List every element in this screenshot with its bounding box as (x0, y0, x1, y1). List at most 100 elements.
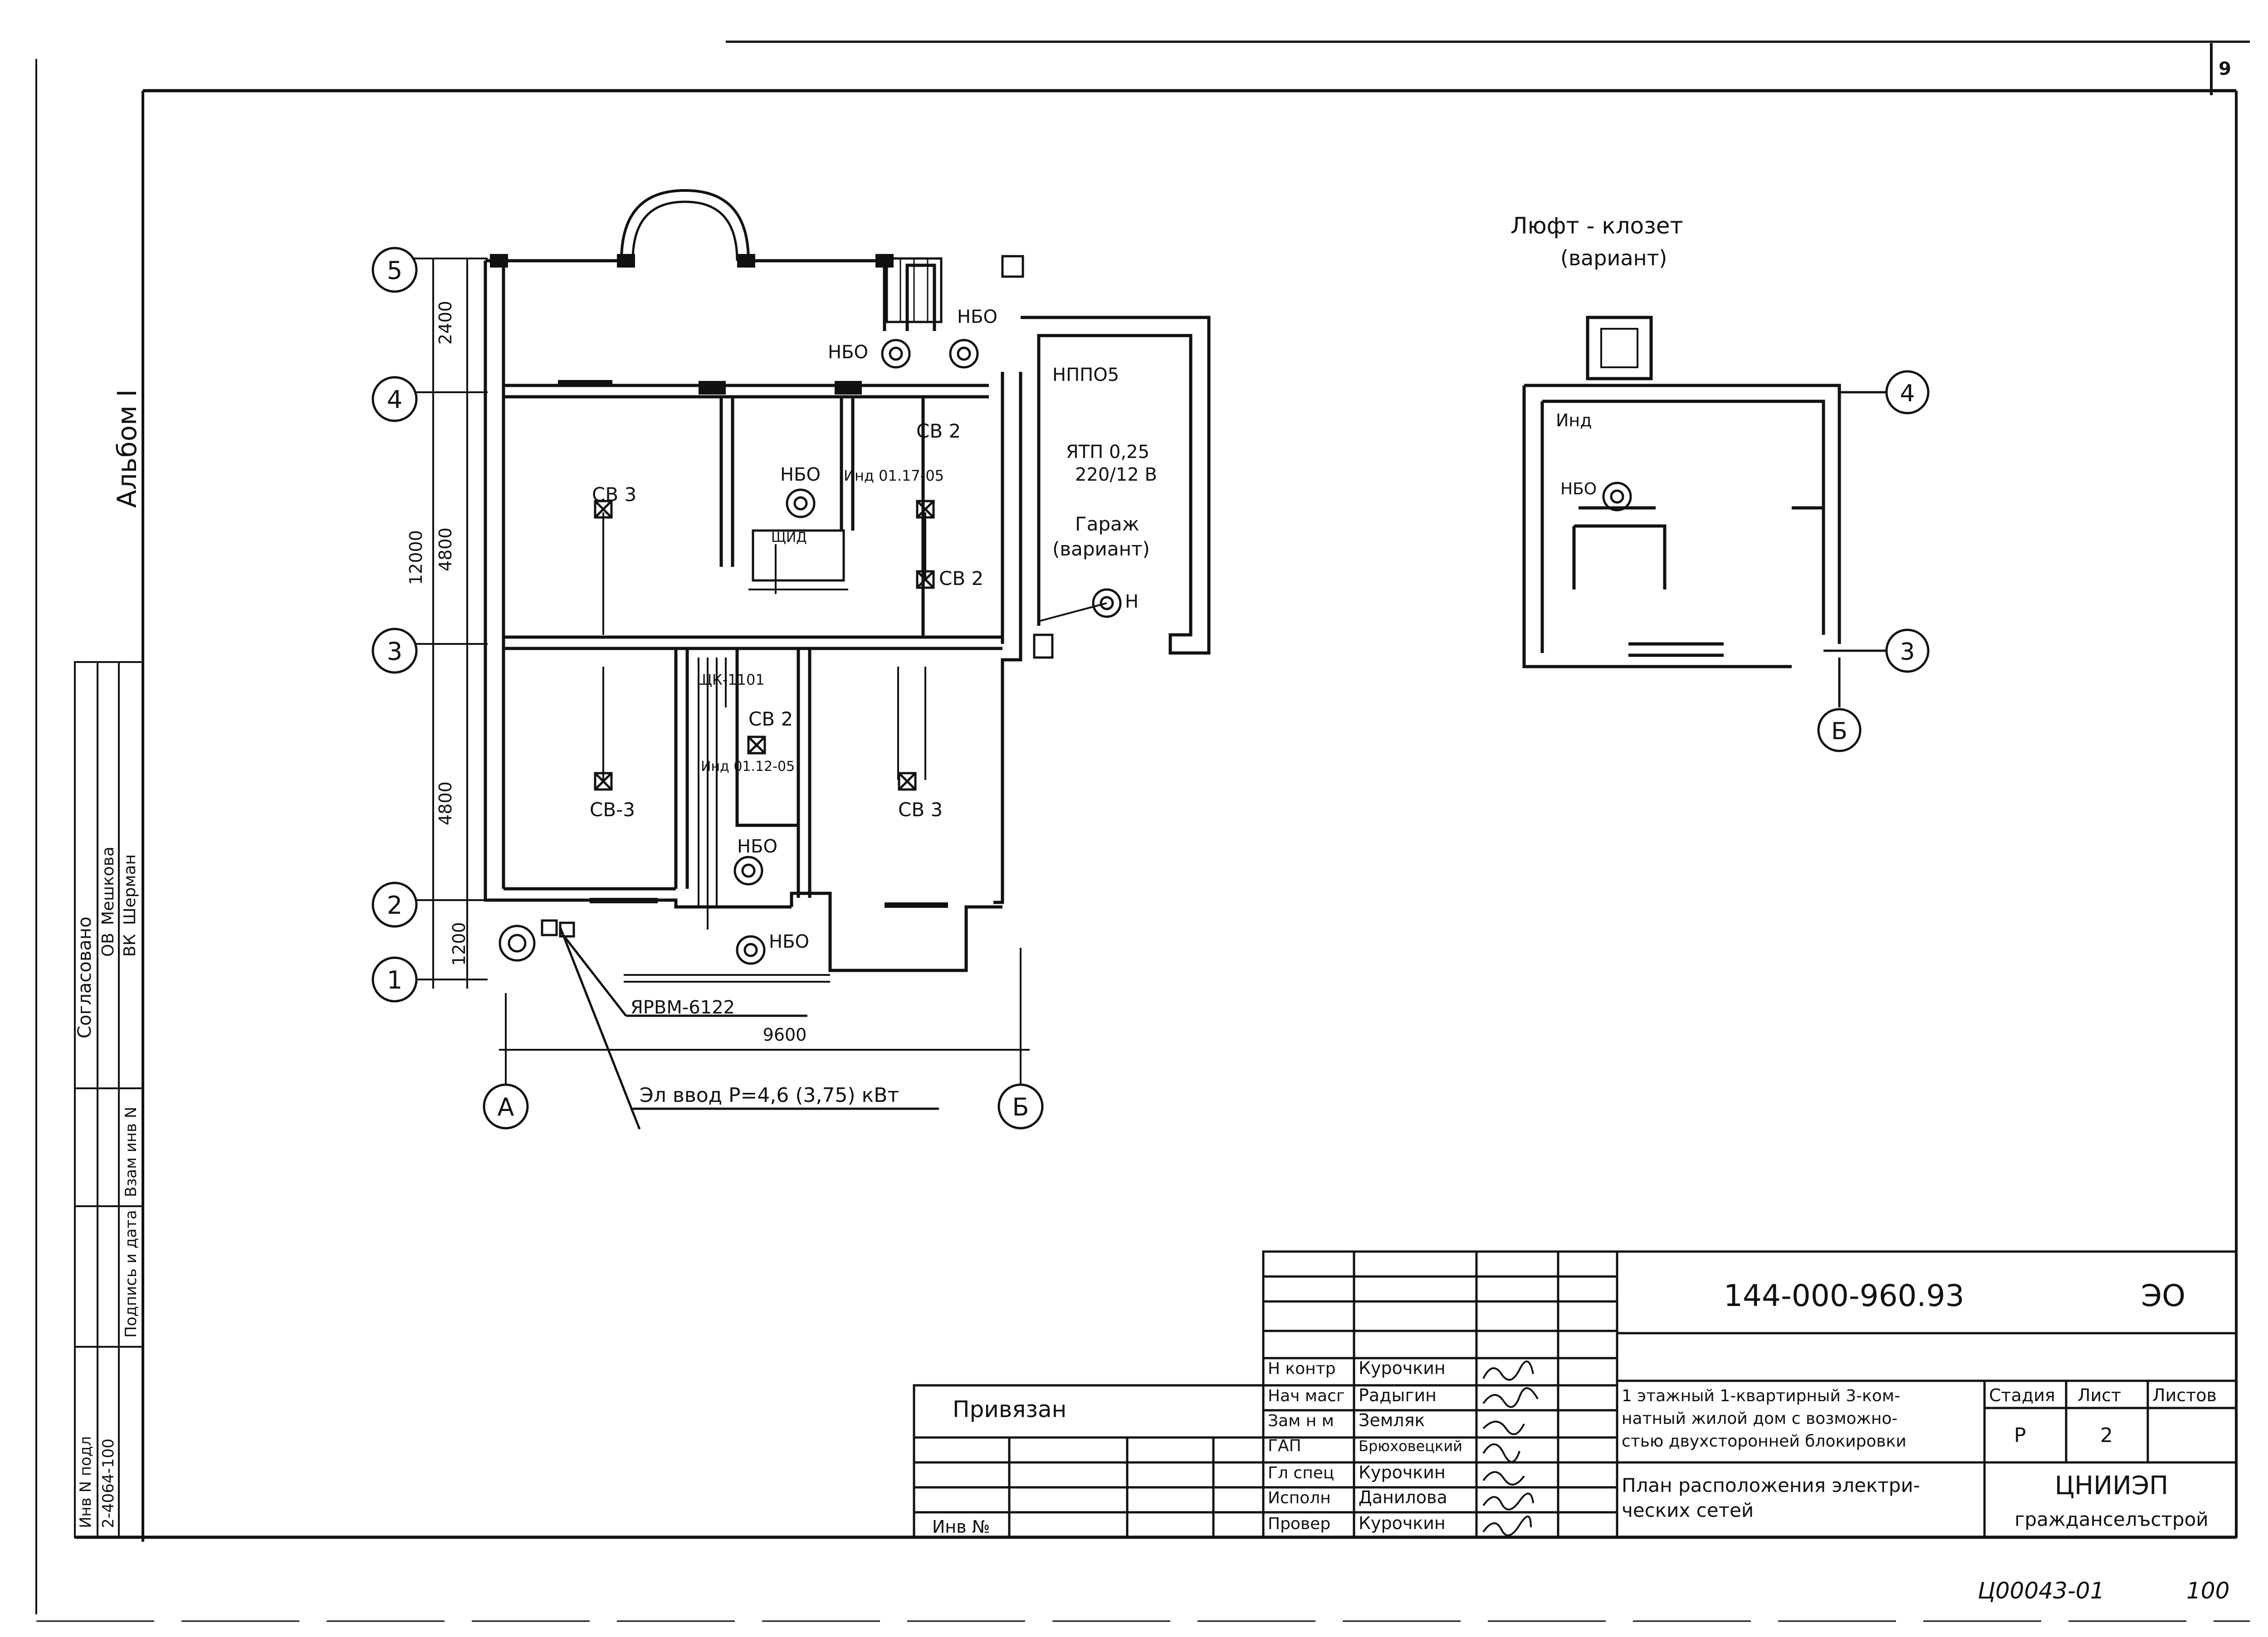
lamp-sv3-bl: СВ-3 (590, 799, 635, 821)
role-6: Провер (1268, 1515, 1330, 1533)
vk-role: ВК (121, 934, 139, 957)
object-line1: 1 этажный 1-квартирный 3-ком- (1622, 1387, 1900, 1405)
ind-label-1: Инд 01.17-05 (844, 467, 944, 484)
vzam-inv-label: Взам инв N (122, 1107, 140, 1197)
name-3: Брюховецкий (1359, 1437, 1462, 1455)
page-number: 9 (2219, 58, 2231, 79)
dim-2400: 2400 (435, 301, 455, 345)
footer-page: 100 (2186, 1578, 2229, 1604)
nbo-label-2: НБО (957, 307, 997, 327)
role-2: Зам н м (1268, 1412, 1334, 1430)
nbo-label-5: НБО (769, 931, 809, 952)
axis-4: 4 (387, 385, 402, 414)
dim-9600: 9600 (763, 1025, 807, 1045)
name-5: Данилова (1359, 1487, 1447, 1507)
stage-value: Р (2014, 1424, 2026, 1447)
closet-subtitle: (вариант) (1560, 246, 1667, 270)
role-0: Н контр (1268, 1359, 1336, 1378)
dim-1200: 1200 (449, 922, 469, 966)
lamp-sv3-br: СВ 3 (898, 799, 943, 821)
dim-4800-top: 4800 (435, 527, 455, 571)
object-line2: натный жилой дом с возможно- (1622, 1409, 1897, 1428)
axis-bubbles-left (371, 247, 418, 1003)
org-line1: ЦНИИЭП (2055, 1471, 2169, 1501)
sheet-title-line2: ческих сетей (1622, 1499, 1754, 1521)
closet-axis-4: 4 (1900, 380, 1915, 407)
dimension-chain-left (408, 258, 488, 989)
axis-bubbles-bottom (483, 1083, 1044, 1130)
nbo-lamps (733, 339, 1122, 965)
sheet-title-line1: План расположения электри- (1622, 1474, 1920, 1496)
lamp-sv2-c: СВ 2 (748, 708, 793, 730)
lamp-sv2-a: СВ 2 (916, 420, 961, 442)
inv-podl-label: Инв N подл (77, 1436, 95, 1528)
name-0: Курочкин (1359, 1358, 1446, 1378)
axis-5: 5 (387, 256, 402, 285)
axis-1: 1 (387, 966, 402, 994)
axis-3: 3 (387, 637, 402, 666)
shchd-label: ЩИД (771, 530, 807, 546)
garage-variant: (вариант) (1052, 538, 1150, 560)
lamp-sv2-b: СВ 2 (939, 567, 983, 590)
inv-no-label: Инв № (932, 1517, 990, 1537)
garage-label: Гараж (1075, 513, 1139, 535)
privyazan-label: Привязан (953, 1396, 1066, 1423)
doc-code: 144-000-960.93 (1724, 1278, 1965, 1313)
name-1: Радыгин (1359, 1385, 1437, 1405)
transformer-label: ЯТП 0,25 (1066, 442, 1149, 463)
axis-b: Б (1012, 1093, 1029, 1121)
vk-name: Шерман (121, 854, 139, 925)
electric-entry (499, 919, 939, 1130)
org-line2: гражданселъстрой (2014, 1508, 2208, 1530)
sheets-header: Листов (2152, 1385, 2217, 1405)
sheet-value: 2 (2100, 1424, 2113, 1447)
inv-podl-value: 2-4064-100 (99, 1438, 117, 1528)
entry-box-label: ЯРВМ-6122 (631, 997, 735, 1018)
n-label: Н (1125, 591, 1139, 612)
podpis-data-label: Подпись и дата (122, 1210, 140, 1338)
ov-role: ОВ (99, 933, 117, 957)
signature-scribbles (1482, 1360, 1539, 1536)
left-stamp-strip (74, 661, 144, 1538)
name-2: Земляк (1359, 1410, 1425, 1430)
closet-nbo (1602, 482, 1632, 512)
role-5: Исполн (1268, 1489, 1331, 1507)
axis-a: А (498, 1093, 514, 1121)
object-line3: стью двухсторонней блокировки (1622, 1432, 1906, 1451)
lamp-symbols (594, 500, 935, 791)
role-4: Гл спец (1268, 1464, 1334, 1482)
nppo5-label: НППО5 (1052, 365, 1119, 385)
album-label: Альбом I (112, 390, 142, 508)
ind-label-2: Инд 01.12-05 (701, 759, 795, 775)
title-block-grid (913, 1250, 2238, 1539)
closet-nbo-label: НБО (1560, 480, 1597, 498)
dim-12000: 12000 (406, 530, 426, 585)
transformer-voltage: 220/12 В (1075, 464, 1157, 485)
closet-ind-label: Инд (1556, 410, 1592, 430)
dimension-chain-bottom (499, 948, 1030, 1088)
house-plan (484, 189, 1211, 983)
footer-code: Ц00043-01 (1978, 1578, 2105, 1604)
shchd-box (752, 529, 845, 582)
name-6: Курочкин (1359, 1513, 1446, 1533)
name-4: Курочкин (1359, 1462, 1446, 1482)
wiring-runs (506, 512, 1107, 930)
closet-axis-b: Б (1831, 718, 1848, 745)
axis-2: 2 (387, 891, 402, 920)
sheet-header: Лист (2077, 1385, 2121, 1405)
nbo-label-1: НБО (828, 342, 868, 363)
doc-suffix: ЭО (2141, 1278, 2185, 1313)
closet-title: Люфт - клозет (1510, 213, 1683, 239)
window-marks (490, 254, 948, 908)
el-entry-label: Эл ввод Р=4,6 (3,75) кВт (640, 1084, 899, 1107)
closet-plan (1522, 316, 1841, 668)
shch-label: ЩК-1101 (696, 671, 765, 688)
nbo-label-4: НБО (737, 836, 777, 857)
role-3: ГАП (1268, 1437, 1301, 1455)
closet-axis-3: 3 (1900, 638, 1915, 666)
lamp-sv3-top: СВ 3 (592, 483, 636, 506)
stage-header: Стадия (1989, 1385, 2055, 1405)
nbo-label-3: НБО (780, 464, 821, 485)
agreed-label: Согласовано (74, 916, 95, 1038)
